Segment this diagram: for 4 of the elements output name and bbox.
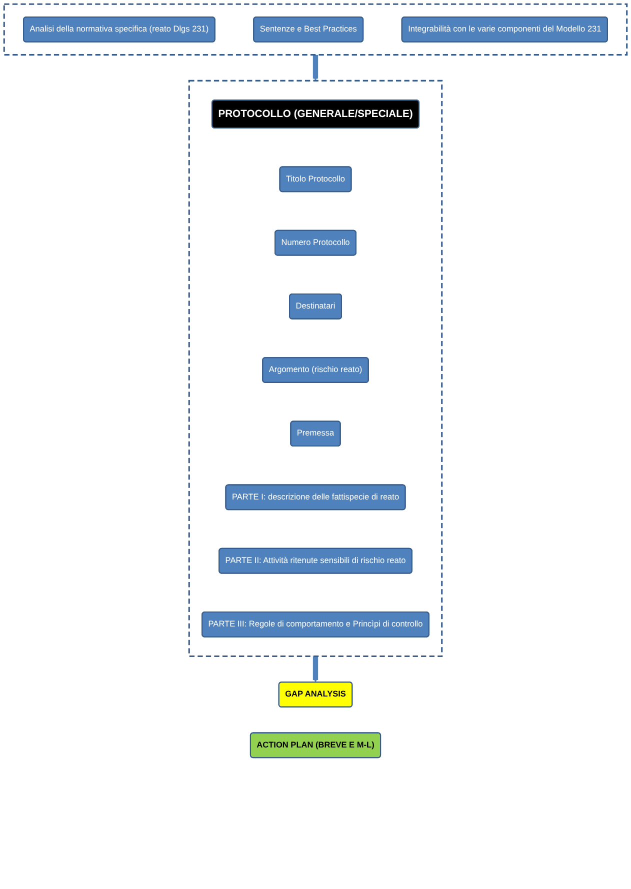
cluster: [3, 3, 628, 56]
cluster: [188, 80, 443, 658]
arrow: [312, 656, 318, 682]
arrow: [312, 54, 318, 81]
